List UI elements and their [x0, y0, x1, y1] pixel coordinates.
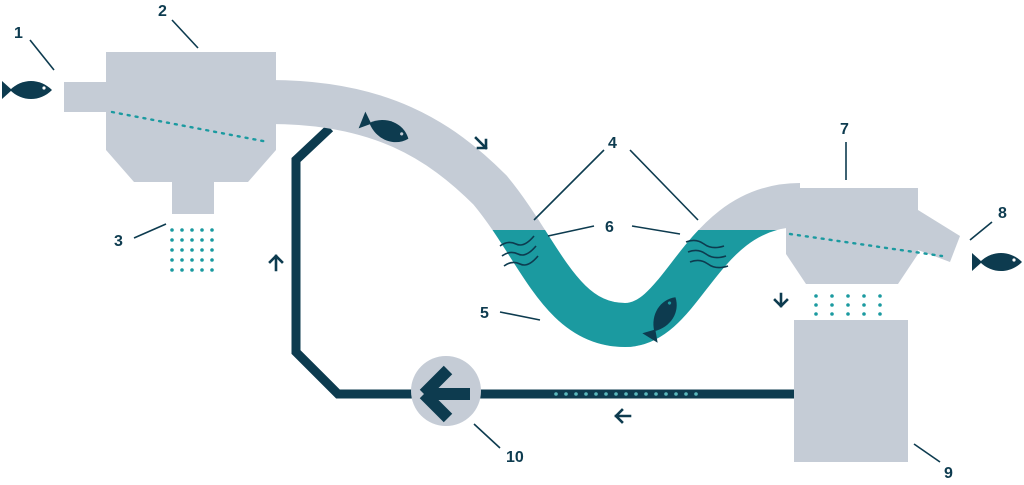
separator-right-body [786, 188, 918, 254]
water-drain-dots-right [814, 294, 882, 316]
label-7: 7 [840, 121, 849, 138]
separator-left-body [106, 52, 276, 150]
pump-icon [419, 365, 470, 423]
separator-left-outlet [172, 182, 214, 214]
fish-icon [358, 111, 409, 143]
leader-lines [29, 19, 993, 463]
label-6: 6 [605, 219, 614, 236]
water-drain-dots-left [170, 228, 214, 272]
label-4: 4 [608, 135, 617, 152]
water-level-marker-right [685, 239, 729, 269]
label-10: 10 [506, 449, 524, 466]
label-3: 3 [114, 233, 123, 250]
water-tank [794, 320, 908, 462]
label-1: 1 [14, 25, 23, 42]
fish-icon [642, 297, 677, 343]
fish-icon [2, 81, 52, 99]
return-flow-dots [554, 392, 698, 396]
label-2: 2 [158, 3, 167, 20]
return-pipe [291, 124, 795, 399]
label-9: 9 [944, 465, 953, 482]
arrow-icon [614, 408, 632, 424]
separator-right-hopper [786, 254, 918, 284]
arrow-icon [773, 292, 789, 308]
separator-right-screen [788, 232, 944, 258]
fish-icon [972, 253, 1022, 271]
arrow-icon [474, 136, 488, 150]
label-5: 5 [480, 305, 489, 322]
arrow-icon [268, 254, 284, 272]
outlet-chute [918, 210, 960, 262]
separator-left-screen [110, 110, 270, 144]
label-8: 8 [998, 205, 1007, 222]
separator-left-hopper [106, 150, 276, 182]
water-level-marker-left [499, 235, 539, 267]
inlet-spout [64, 82, 110, 112]
water-filled-pipe [492, 230, 778, 348]
